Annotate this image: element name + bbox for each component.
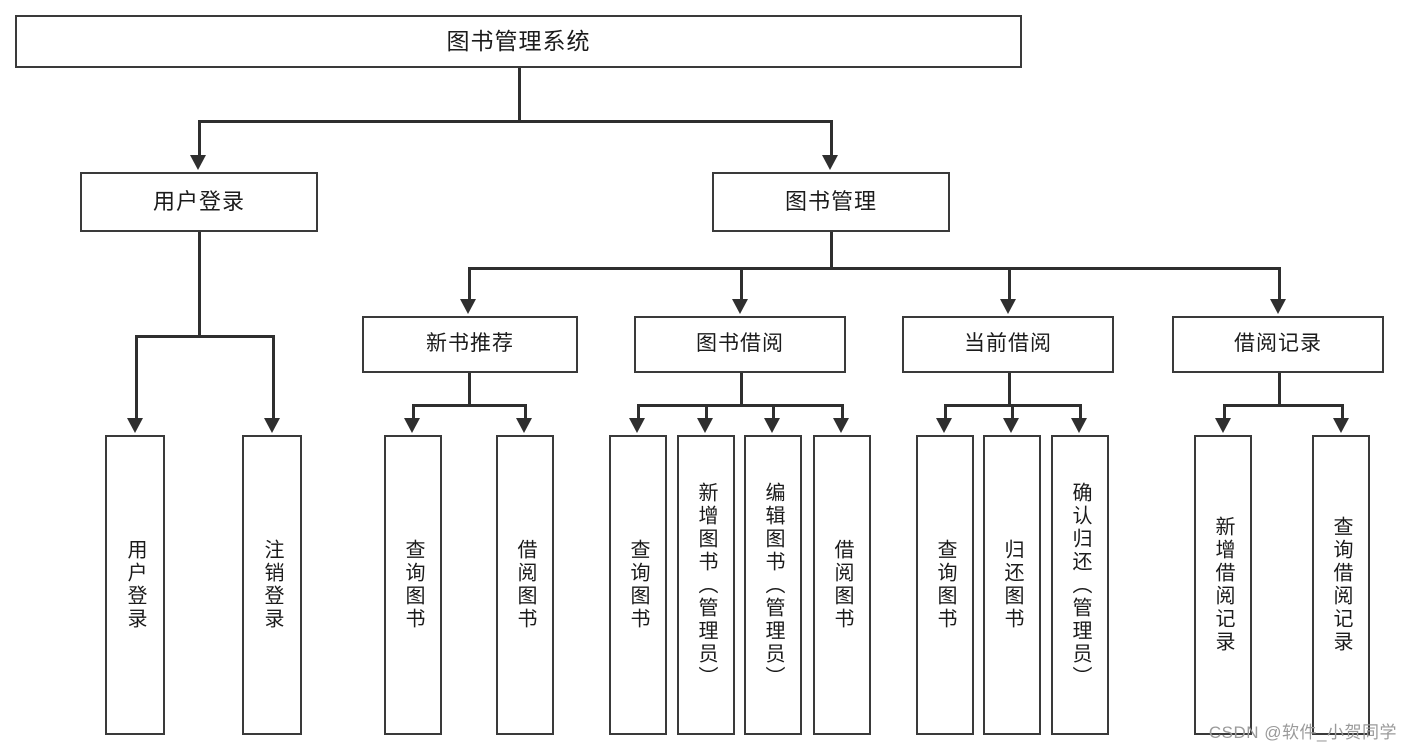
connector-br-2 xyxy=(1341,404,1344,420)
arrow-to-user-login xyxy=(190,155,206,170)
connector-bb-1 xyxy=(637,404,640,420)
node-book-manage[interactable]: 图书管理 xyxy=(712,172,950,232)
leaf-query-book-2[interactable]: 查询图书 xyxy=(609,435,667,735)
connector-br-bus xyxy=(1223,404,1341,407)
leaf-borrow-book-1[interactable]: 借阅图书 xyxy=(496,435,554,735)
connector-book-manage-trunk xyxy=(830,232,833,267)
arrow-to-leaf-add-record xyxy=(1215,418,1231,433)
arrow-to-leaf-query-book-3 xyxy=(936,418,952,433)
leaf-return-book[interactable]: 归还图书 xyxy=(983,435,1041,735)
leaf-borrow-book-2[interactable]: 借阅图书 xyxy=(813,435,871,735)
leaf-label: 查询借阅记录 xyxy=(1330,516,1352,654)
leaf-confirm-return[interactable]: 确认归还（管理员） xyxy=(1051,435,1109,735)
connector-br-trunk xyxy=(1278,373,1281,404)
leaf-label: 查询图书 xyxy=(402,539,424,631)
connector-to-current-borrow xyxy=(1008,267,1011,301)
connector-cb-trunk xyxy=(1008,373,1011,404)
connector-root-to-book-manage xyxy=(830,120,833,157)
connector-to-borrow-record xyxy=(1278,267,1281,301)
arrow-to-leaf-logout-login xyxy=(264,418,280,433)
node-label: 借阅记录 xyxy=(1234,332,1322,356)
leaf-label: 确认归还（管理员） xyxy=(1069,481,1091,689)
arrow-to-leaf-add-book xyxy=(697,418,713,433)
arrow-to-leaf-borrow-book-1 xyxy=(516,418,532,433)
node-user-login[interactable]: 用户登录 xyxy=(80,172,318,232)
connector-user-login-bus xyxy=(135,335,275,338)
connector-root-bus xyxy=(198,120,831,123)
node-current-borrow[interactable]: 当前借阅 xyxy=(902,316,1114,373)
leaf-label: 用户登录 xyxy=(124,539,146,631)
leaf-label: 注销登录 xyxy=(261,539,283,631)
connector-bb-4 xyxy=(841,404,844,420)
connector-user-login-right xyxy=(272,335,275,420)
arrow-to-leaf-edit-book xyxy=(764,418,780,433)
connector-cb-3 xyxy=(1079,404,1082,420)
node-label: 当前借阅 xyxy=(964,332,1052,356)
leaf-label: 借阅图书 xyxy=(831,539,853,631)
leaf-query-record[interactable]: 查询借阅记录 xyxy=(1312,435,1370,735)
connector-nbr-right xyxy=(524,404,527,420)
arrow-to-leaf-user-login xyxy=(127,418,143,433)
connector-nbr-trunk xyxy=(468,373,471,404)
leaf-logout-login[interactable]: 注销登录 xyxy=(242,435,302,735)
connector-br-1 xyxy=(1223,404,1226,420)
connector-nbr-bus xyxy=(412,404,524,407)
connector-root-to-user-login xyxy=(198,120,201,157)
leaf-label: 查询图书 xyxy=(934,539,956,631)
connector-to-book-borrow xyxy=(740,267,743,301)
arrow-to-leaf-return-book xyxy=(1003,418,1019,433)
connector-to-new-book-recommend xyxy=(468,267,471,301)
leaf-edit-book[interactable]: 编辑图书（管理员） xyxy=(744,435,802,735)
arrow-to-leaf-confirm-return xyxy=(1071,418,1087,433)
arrow-to-borrow-record xyxy=(1270,299,1286,314)
arrow-to-leaf-query-record xyxy=(1333,418,1349,433)
node-label: 图书借阅 xyxy=(696,332,784,356)
leaf-query-book-1[interactable]: 查询图书 xyxy=(384,435,442,735)
node-label: 图书管理 xyxy=(784,188,877,214)
arrow-to-leaf-query-book-2 xyxy=(629,418,645,433)
node-label: 新书推荐 xyxy=(426,332,514,356)
node-root-library-system[interactable]: 图书管理系统 xyxy=(15,15,1022,68)
leaf-label: 编辑图书（管理员） xyxy=(762,481,784,689)
leaf-label: 借阅图书 xyxy=(514,539,536,631)
connector-bb-3 xyxy=(772,404,775,420)
leaf-add-book[interactable]: 新增图书（管理员） xyxy=(677,435,735,735)
node-book-borrow[interactable]: 图书借阅 xyxy=(634,316,846,373)
connector-bb-bus xyxy=(637,404,841,407)
arrow-to-leaf-borrow-book-2 xyxy=(833,418,849,433)
connector-bb-trunk xyxy=(740,373,743,404)
connector-book-manage-bus xyxy=(468,267,1279,270)
arrow-to-book-borrow xyxy=(732,299,748,314)
leaf-label: 新增图书（管理员） xyxy=(695,481,717,689)
leaf-user-login[interactable]: 用户登录 xyxy=(105,435,165,735)
connector-user-login-left xyxy=(135,335,138,420)
leaf-add-record[interactable]: 新增借阅记录 xyxy=(1194,435,1252,735)
connector-cb-1 xyxy=(944,404,947,420)
connector-user-login-trunk xyxy=(198,232,201,335)
leaf-label: 归还图书 xyxy=(1001,539,1023,631)
node-borrow-record[interactable]: 借阅记录 xyxy=(1172,316,1384,373)
leaf-query-book-3[interactable]: 查询图书 xyxy=(916,435,974,735)
arrow-to-new-book-recommend xyxy=(460,299,476,314)
connector-bb-2 xyxy=(705,404,708,420)
arrow-to-book-manage xyxy=(822,155,838,170)
node-new-book-recommend[interactable]: 新书推荐 xyxy=(362,316,578,373)
arrow-to-current-borrow xyxy=(1000,299,1016,314)
node-label: 图书管理系统 xyxy=(446,27,591,54)
arrow-to-leaf-query-book-1 xyxy=(404,418,420,433)
node-label: 用户登录 xyxy=(152,188,245,214)
watermark-text: CSDN @软件_小贺同学 xyxy=(1208,723,1397,742)
connector-nbr-left xyxy=(412,404,415,420)
leaf-label: 查询图书 xyxy=(627,539,649,631)
connector-cb-2 xyxy=(1011,404,1014,420)
leaf-label: 新增借阅记录 xyxy=(1212,516,1234,654)
connector-root-trunk xyxy=(518,68,521,120)
